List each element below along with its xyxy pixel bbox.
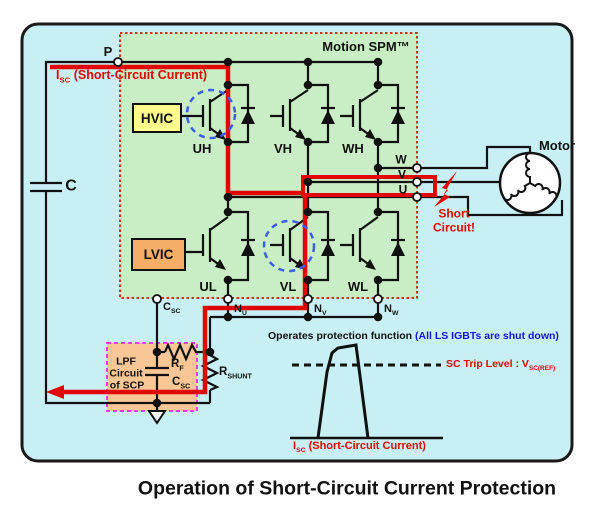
terminal-circles — [113, 57, 422, 304]
p-terminal-label: P — [103, 44, 113, 60]
protection-caption: Operates protection function (All LS IGB… — [268, 330, 559, 342]
nu-terminal-circle — [223, 294, 233, 304]
igbt-vl-label: VL — [279, 279, 297, 295]
nw-terminal-label: NW — [384, 303, 399, 318]
lightning-bolt-icon — [434, 171, 457, 207]
igbt-wh — [340, 89, 405, 140]
motor-label: Motor — [538, 138, 576, 154]
p-terminal-circle — [113, 57, 123, 67]
phase-w-label: W — [395, 152, 407, 167]
protection-caption-blue: (All LS IGBTs are shut down) — [415, 330, 559, 342]
trip-level-label: SC Trip Level : VSC(REF) — [446, 358, 556, 373]
motor-symbol — [498, 151, 562, 215]
short-circuit-label-line2: Circuit! — [433, 220, 475, 235]
rf-resistor — [163, 342, 210, 362]
figure-title: Operation of Short-Circuit Current Prote… — [137, 477, 557, 500]
rf-label: RF — [171, 358, 184, 373]
igbt-wl-label: WL — [347, 279, 369, 295]
hvic-label: HVIC — [140, 110, 174, 126]
csc-terminal-label: CSC — [163, 301, 181, 316]
dc-bus-and-return-wires — [30, 60, 564, 411]
lpf-label-line3: of SCP — [109, 379, 145, 392]
igbt-ul-label: UL — [199, 279, 217, 295]
uh-highlight-circle — [185, 88, 237, 140]
dc-capacitor-label: C — [65, 177, 77, 195]
igbt-uh — [178, 89, 255, 140]
vl-highlight-circle — [262, 219, 316, 273]
v-terminal-circle — [412, 177, 422, 187]
igbt-vh — [270, 89, 335, 140]
w-terminal-circle — [412, 163, 422, 173]
lpf-label-line1: LPF — [116, 355, 136, 368]
short-circuit-current-path — [46, 64, 437, 399]
igbt-vh-label: VH — [273, 141, 293, 157]
hvic-box: HVIC — [132, 103, 182, 133]
isc-current-label: ISC (Short-Circuit Current) — [56, 68, 208, 85]
igbt-uh-label: UH — [192, 141, 212, 157]
igbt-symbols — [178, 89, 405, 270]
ground-symbol — [147, 410, 167, 425]
nv-terminal-circle — [303, 294, 313, 304]
waveform-axis-label: ISC (Short-Circuit Current) — [293, 440, 426, 455]
lpf-label-line2: Circuit — [109, 367, 143, 380]
nw-terminal-circle — [373, 294, 383, 304]
csc-cap-label: CSC — [172, 376, 191, 391]
short-circuit-label-line1: Short — [438, 206, 470, 221]
lvic-label: LVIC — [143, 247, 174, 262]
igbt-wl — [340, 216, 405, 270]
highlight-circles — [185, 88, 316, 273]
current-arrowhead — [46, 385, 64, 399]
nv-terminal-label: NV — [314, 303, 327, 318]
lpf-scp-box — [106, 342, 198, 412]
protection-caption-black: Operates protection function — [268, 330, 416, 342]
phase-v-label: V — [397, 167, 407, 182]
current-pulse — [316, 343, 370, 439]
igbt-wh-label: WH — [342, 141, 364, 157]
rshunt-resistor — [200, 354, 220, 392]
csc-terminal-circle — [152, 294, 162, 304]
junction-dots — [152, 57, 383, 408]
motion-spm-label: Motion SPM™ — [322, 39, 410, 55]
lvic-box: LVIC — [131, 238, 186, 271]
u-terminal-circle — [412, 192, 422, 202]
waveform-plot — [290, 343, 443, 440]
phase-u-label: U — [398, 182, 408, 197]
rshunt-label: RSHUNT — [219, 366, 252, 381]
igbt-ul — [182, 216, 255, 270]
nu-terminal-label: NU — [234, 303, 247, 318]
